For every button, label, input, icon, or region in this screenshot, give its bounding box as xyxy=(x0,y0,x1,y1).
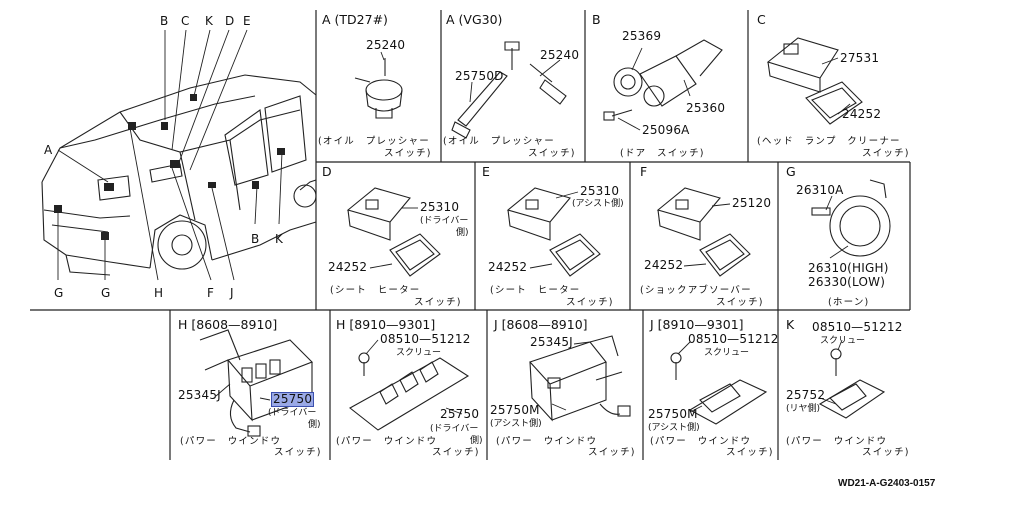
panel-j1-part-2: 25750M xyxy=(490,403,540,417)
panel-e-part-1: 25310 xyxy=(580,184,620,198)
panel-e-part-2: 24252 xyxy=(488,260,528,274)
panel-c-header: C xyxy=(757,12,766,27)
panel-d-sub-2: 側) xyxy=(456,228,469,238)
panel-c-part-1: 27531 xyxy=(840,51,880,65)
panel-h2-sub-0: スクリュー xyxy=(396,348,442,358)
panel-k-part-1: 08510—51212 xyxy=(812,320,903,334)
panel-h2-part-2: 25750 xyxy=(440,407,480,421)
callout-k-side: K xyxy=(275,232,283,246)
panel-h2-part-1: 08510—51212 xyxy=(380,332,471,346)
panel-j1-caption-1: (パワー ウインドウ xyxy=(496,436,598,447)
panel-h1-part-1: 25345J xyxy=(178,388,221,402)
callout-h: H xyxy=(154,286,164,300)
panel-k-caption-2: スイッチ) xyxy=(862,447,910,458)
panel-a-td27-caption-1: (オイル プレッシャー xyxy=(318,136,430,147)
panel-d-sub-1: (ドライバー xyxy=(420,216,469,226)
panel-g-part-2: 26310(HIGH) xyxy=(808,261,889,275)
panel-j2-caption-1: (パワー ウインドウ xyxy=(650,436,752,447)
panel-f-caption-2: スイッチ) xyxy=(716,297,764,308)
panel-h1-caption-2: スイッチ) xyxy=(274,447,322,458)
panel-f-part-2: 24252 xyxy=(644,258,684,272)
panel-g-header: G xyxy=(786,164,796,179)
panel-a-td27-part: 25240 xyxy=(366,38,406,52)
callout-k-top: K xyxy=(205,14,213,28)
panel-h1-part-2-highlighted[interactable]: 25750 xyxy=(270,392,315,407)
panel-h2-sub-1: (ドライバー xyxy=(430,424,479,434)
panel-k-header: K xyxy=(786,317,795,332)
panel-j1-part-1: 25345J xyxy=(530,335,573,349)
panel-f-caption-1: (ショックアブソーバー xyxy=(640,285,752,296)
panel-h1-header: H [8608—8910] xyxy=(178,317,278,332)
panel-j2-part-1: 08510—51212 xyxy=(688,332,779,346)
panel-j2-part-2: 25750M xyxy=(648,407,698,421)
panel-a-td27-caption-2: スイッチ) xyxy=(384,148,432,159)
panel-j2-header: J [8910—9301] xyxy=(650,317,744,332)
panel-f-header: F xyxy=(640,164,648,179)
panel-h2-caption-1: (パワー ウインドウ xyxy=(336,436,438,447)
callout-a-side: A xyxy=(44,143,53,157)
panel-b-part-3: 25096A xyxy=(642,123,690,137)
callout-g-1: G xyxy=(54,286,64,300)
panel-j1-sub-1: (アシスト側) xyxy=(490,419,542,429)
panel-e-header: E xyxy=(482,164,490,179)
panel-h1-sub-1: (ドライバー xyxy=(268,408,317,418)
panel-a-vg30-part-2: 25750D xyxy=(455,69,504,83)
panel-a-vg30-caption-2: スイッチ) xyxy=(528,148,576,159)
callout-e-top: E xyxy=(243,14,251,28)
panel-b-part-2: 25360 xyxy=(686,101,726,115)
panel-b-header: B xyxy=(592,12,601,27)
panel-j1-header: J [8608—8910] xyxy=(494,317,588,332)
panel-f-part-1: 25120 xyxy=(732,196,772,210)
callout-b-top: B xyxy=(160,14,169,28)
panel-k-part-2: 25752 xyxy=(786,388,826,402)
panel-j2-sub-0: スクリュー xyxy=(704,348,750,358)
panel-a-td27-header: A (TD27#) xyxy=(322,12,388,27)
callout-j: J xyxy=(230,286,234,300)
callout-b-side: B xyxy=(251,232,260,246)
panel-a-vg30-part-1: 25240 xyxy=(540,48,580,62)
callout-d-top: D xyxy=(225,14,235,28)
panel-k-sub-0: スクリュー xyxy=(820,336,866,346)
panel-g-part-3: 26330(LOW) xyxy=(808,275,886,289)
panel-d-part-1: 25310 xyxy=(420,200,460,214)
panel-c-part-2: 24252 xyxy=(842,107,882,121)
panel-e-caption-2: スイッチ) xyxy=(566,297,614,308)
panel-h2-header: H [8910—9301] xyxy=(336,317,436,332)
panel-a-vg30-header: A (VG30) xyxy=(446,12,503,27)
panel-e-caption-1: (シート ヒーター xyxy=(490,285,581,296)
panel-j2-caption-2: スイッチ) xyxy=(726,447,774,458)
panel-h1-caption-1: (パワー ウインドウ xyxy=(180,436,282,447)
panel-h1-sub-2: 側) xyxy=(308,420,321,430)
callout-f: F xyxy=(207,286,214,300)
panel-k-sub-1: (リヤ側) xyxy=(786,404,821,414)
panel-g-caption: (ホーン) xyxy=(828,297,870,308)
panel-k-caption-1: (パワー ウインドウ xyxy=(786,436,888,447)
panel-h2-caption-2: スイッチ) xyxy=(432,447,480,458)
panel-g-part-1: 26310A xyxy=(796,183,844,197)
panel-j1-caption-2: スイッチ) xyxy=(588,447,636,458)
panel-h2-sub-2: 側) xyxy=(470,436,483,446)
panel-a-vg30-caption-1: (オイル プレッシャー xyxy=(443,136,555,147)
panel-b-part-1: 25369 xyxy=(622,29,662,43)
diagram-code: WD21-A-G2403-0157 xyxy=(838,478,936,489)
panel-b-caption: (ドア スイッチ) xyxy=(620,148,705,159)
callout-c-top: C xyxy=(181,14,190,28)
panel-c-caption-1: (ヘッド ランプ クリーナー xyxy=(757,136,901,147)
panel-d-caption-2: スイッチ) xyxy=(414,297,462,308)
panel-d-header: D xyxy=(322,164,332,179)
panel-d-part-2: 24252 xyxy=(328,260,368,274)
callout-g-2: G xyxy=(101,286,111,300)
panel-c-caption-2: スイッチ) xyxy=(862,148,910,159)
panel-e-sub-1: (アシスト側) xyxy=(572,199,624,209)
panel-j2-sub-1: (アシスト側) xyxy=(648,423,700,433)
truck-illustration xyxy=(41,74,317,276)
panel-d-caption-1: (シート ヒーター xyxy=(330,285,421,296)
